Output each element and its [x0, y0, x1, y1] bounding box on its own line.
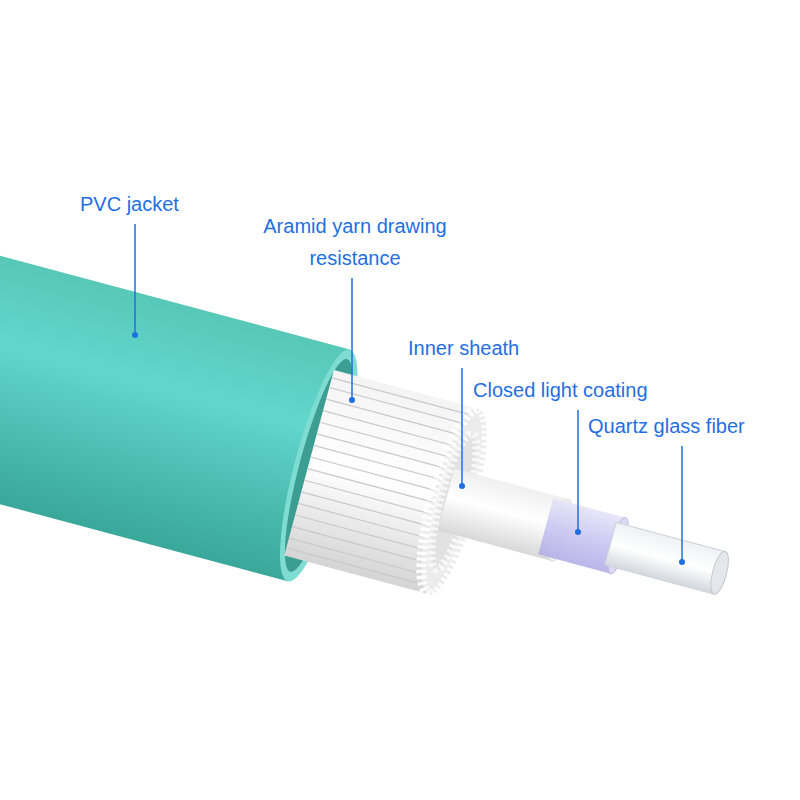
part-label: Quartz glass fiber: [588, 410, 745, 442]
leader-dot: [575, 529, 581, 535]
leader-dot: [679, 559, 685, 565]
leader-line: [134, 224, 136, 335]
leader-line: [461, 368, 463, 486]
leader-dot: [349, 397, 355, 403]
part-label: PVC jacket: [80, 188, 179, 220]
part-label: Aramid yarn drawing resistance: [240, 210, 470, 274]
leader-dot: [459, 483, 465, 489]
part-label: Closed light coating: [473, 374, 648, 406]
leader-line: [681, 446, 683, 562]
leader-line: [577, 410, 579, 532]
part-label: Inner sheath: [408, 332, 519, 364]
leader-line: [351, 278, 353, 400]
leader-dot: [132, 332, 138, 338]
